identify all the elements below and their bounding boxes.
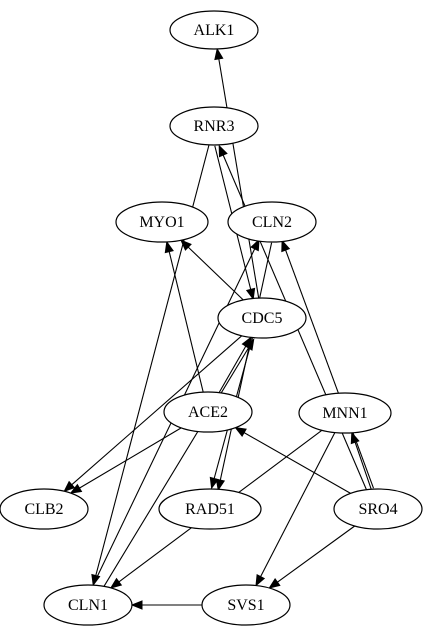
edge-line [260, 432, 336, 577]
edge-mnn1-to-svs1 [255, 432, 336, 587]
arrowhead [69, 483, 83, 494]
edge-sro4-to-mnn1 [350, 431, 372, 490]
edge-line [218, 345, 247, 393]
edge-ace2-to-myo1 [164, 240, 204, 393]
edge-sro4-to-cln2 [281, 239, 375, 489]
node-sro4[interactable]: SRO4 [333, 488, 423, 530]
node-mnn1[interactable]: MNN1 [298, 392, 392, 434]
arrowhead [250, 238, 260, 252]
node-label: MYO1 [139, 214, 184, 231]
node-rad51[interactable]: RAD51 [158, 488, 262, 530]
node-rnr3[interactable]: RNR3 [169, 106, 259, 146]
edge-line [187, 246, 244, 301]
edge-line [218, 58, 260, 299]
node-ace2[interactable]: ACE2 [163, 391, 253, 433]
node-label: CDC5 [242, 310, 283, 327]
arrowhead [109, 577, 123, 589]
arrowhead [209, 476, 219, 490]
node-label: ACE2 [188, 404, 228, 421]
edge-cdc5-to-alk1 [214, 47, 260, 299]
edge-line [71, 335, 243, 486]
arrowhead [218, 144, 228, 158]
node-myo1[interactable]: MYO1 [115, 201, 209, 243]
node-label: CLB2 [24, 501, 63, 518]
node-label: SRO4 [358, 501, 397, 518]
arrowhead [350, 431, 360, 445]
arrowhead [164, 240, 174, 254]
arrowhead [215, 478, 226, 492]
edge-line [277, 525, 356, 583]
arrowhead [255, 574, 266, 587]
edge-line [79, 427, 182, 489]
node-label: RNR3 [194, 118, 235, 135]
edge-line [102, 347, 249, 589]
node-clb2[interactable]: CLB2 [0, 488, 89, 530]
node-label: SVS1 [227, 597, 264, 614]
edge-sro4-to-ace2 [234, 426, 351, 494]
node-label: CLN1 [68, 597, 108, 614]
arrowhead [234, 426, 247, 437]
edge-sro4-to-svs1 [268, 525, 356, 589]
edge-cln1-to-cdc5 [102, 338, 255, 589]
edge-line [243, 432, 351, 494]
node-cdc5[interactable]: CDC5 [217, 297, 307, 339]
arrowhead [245, 287, 256, 301]
edge-line [285, 249, 375, 489]
arrowhead [214, 47, 224, 61]
arrowhead [268, 578, 281, 589]
edge-cln2-to-rad51 [215, 242, 273, 492]
arrowhead [244, 338, 255, 351]
node-label: MNN1 [322, 405, 367, 422]
arrowhead [130, 600, 143, 610]
node-label: CLN2 [252, 214, 292, 231]
edge-line [354, 442, 372, 490]
node-cln1[interactable]: CLN1 [43, 584, 133, 626]
edges-layer [63, 47, 375, 610]
arrowhead [281, 239, 291, 253]
arrowhead [180, 239, 192, 251]
edge-svs1-to-cln1 [130, 600, 202, 610]
node-label: ALK1 [194, 22, 235, 39]
node-svs1[interactable]: SVS1 [201, 584, 291, 626]
node-alk1[interactable]: ALK1 [169, 10, 259, 50]
arrowhead [63, 480, 76, 493]
edge-cdc5-to-clb2 [63, 335, 243, 493]
node-cln2[interactable]: CLN2 [227, 201, 317, 243]
node-label: RAD51 [185, 501, 235, 518]
edge-line [168, 251, 204, 393]
